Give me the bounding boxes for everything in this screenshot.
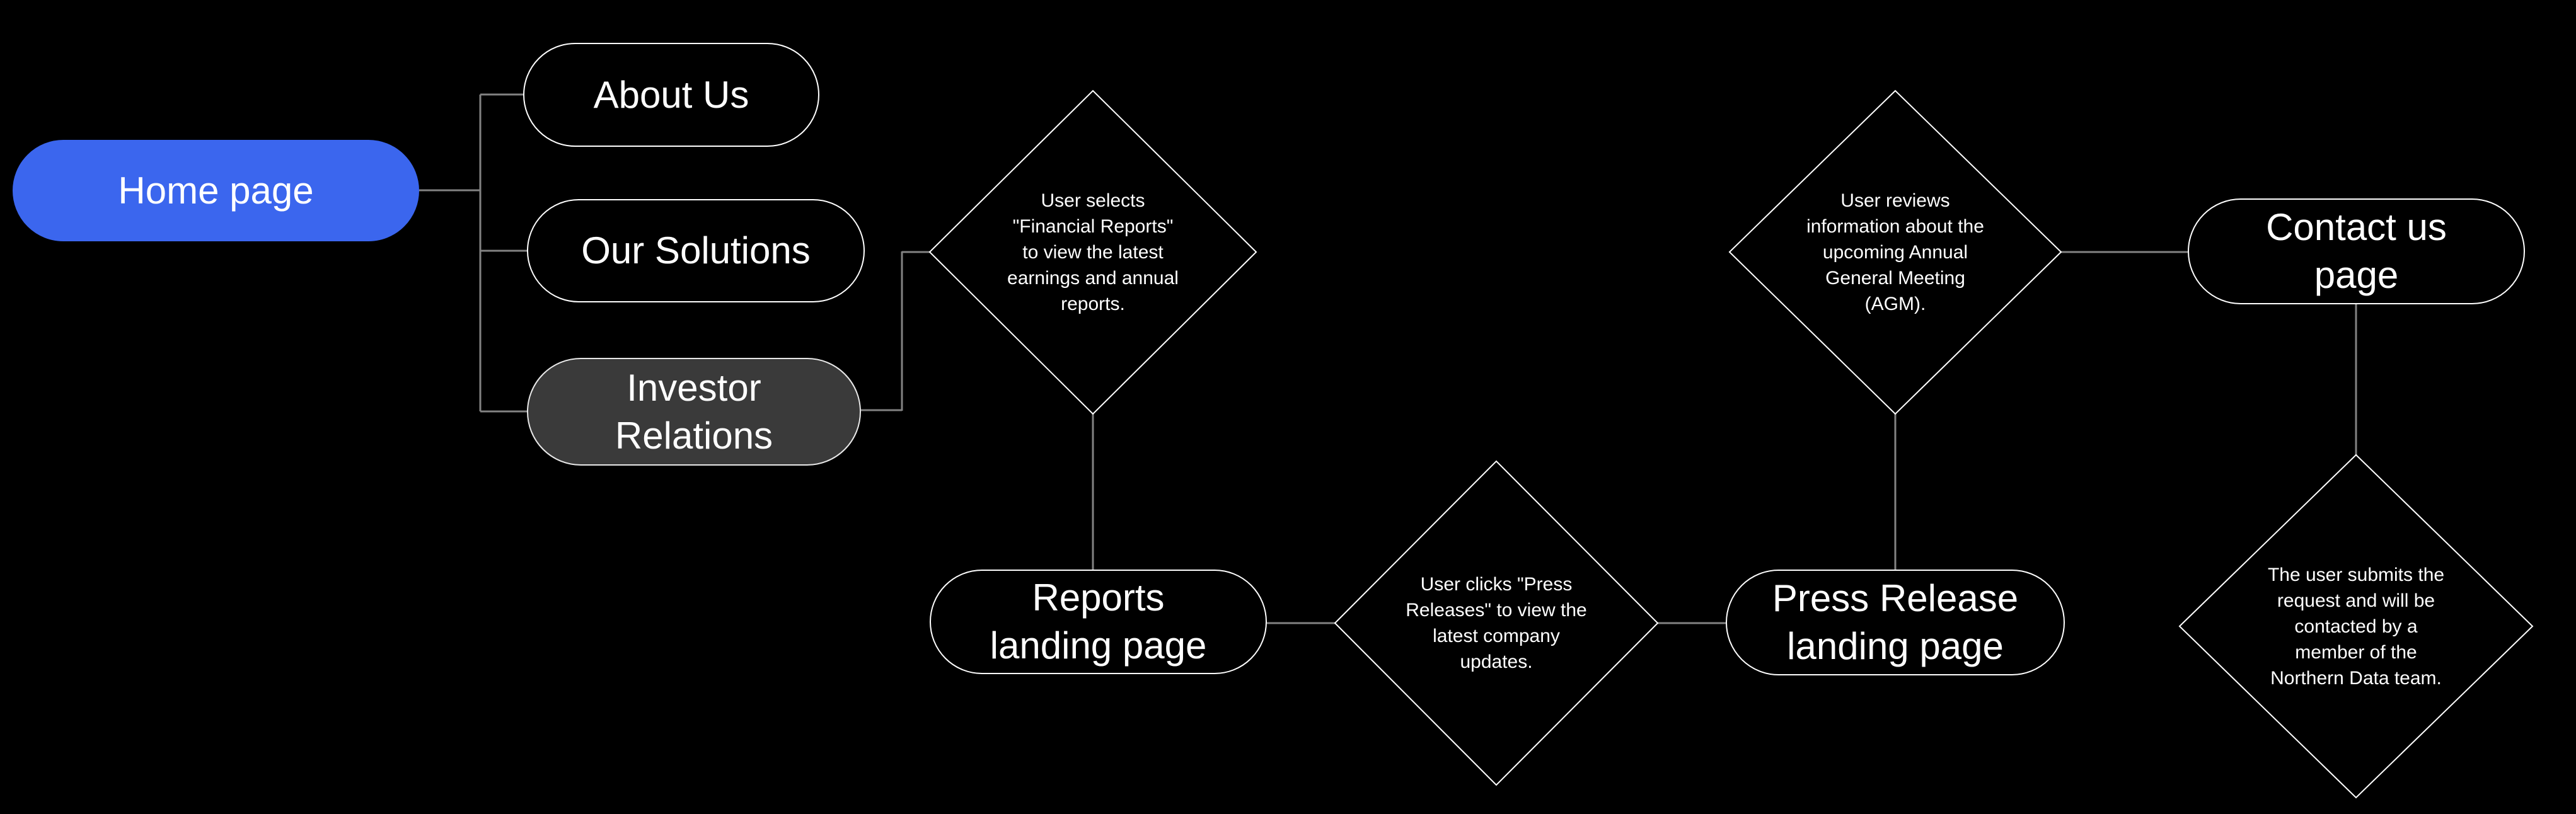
node-investor-relations-label: Investor Relations <box>615 366 773 457</box>
node-about-us[interactable]: About Us <box>523 43 819 147</box>
decision-agm-text: User reviews information about the upcom… <box>1806 190 1984 314</box>
node-our-solutions[interactable]: Our Solutions <box>527 199 865 302</box>
node-press-release-landing-page-label: Press Release landing page <box>1772 577 2019 667</box>
decision-agm-shape <box>1728 89 2062 415</box>
decision-agm[interactable]: User reviews information about the upcom… <box>1757 103 2034 401</box>
node-contact-us-page-label: Contact us page <box>2266 206 2447 296</box>
decision-press-clicks-text: User clicks "Press Releases" to view the… <box>1406 574 1587 672</box>
decision-financial-reports-text: User selects "Financial Reports" to view… <box>1007 190 1179 314</box>
node-our-solutions-label: Our Solutions <box>581 229 811 272</box>
decision-submit-text: The user submits the request and will be… <box>2267 564 2445 689</box>
node-reports-landing-page-label: Reports landing page <box>990 576 1207 667</box>
node-home-page-label: Home page <box>118 169 314 212</box>
decision-press-clicks-shape <box>1334 460 1659 786</box>
node-contact-us-page[interactable]: Contact us page <box>2188 198 2525 304</box>
decision-submit[interactable]: The user submits the request and will be… <box>2205 467 2507 785</box>
node-home-page[interactable]: Home page <box>13 140 419 241</box>
decision-financial-reports-shape <box>928 89 1257 415</box>
node-about-us-label: About Us <box>593 73 749 116</box>
decision-press-clicks[interactable]: User clicks "Press Releases" to view the… <box>1351 474 1641 772</box>
decision-submit-shape <box>2178 454 2534 799</box>
node-reports-landing-page[interactable]: Reports landing page <box>930 570 1267 674</box>
node-investor-relations[interactable]: Investor Relations <box>527 358 861 466</box>
decision-financial-reports[interactable]: User selects "Financial Reports" to view… <box>954 103 1232 401</box>
node-press-release-landing-page[interactable]: Press Release landing page <box>1726 570 2065 675</box>
